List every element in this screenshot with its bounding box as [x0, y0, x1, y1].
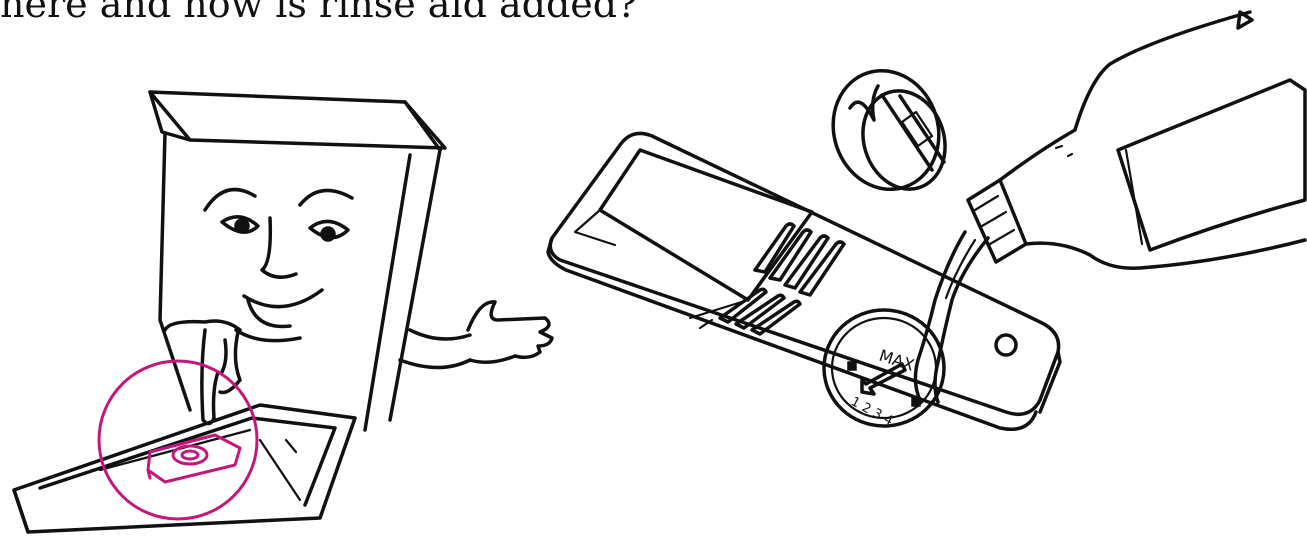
door-dispenser-highlight [146, 433, 242, 484]
left-eye-icon [234, 218, 250, 234]
dishwasher-character-icon [12, 90, 554, 534]
page-title: here and how is rinse aid added? [0, 0, 638, 26]
vent-hole-icon [994, 333, 1018, 357]
right-eye-icon [320, 226, 336, 242]
rinse-aid-dispenser-icon: MAX 1 2 3 4 [546, 131, 1062, 431]
rinse-aid-bottle-icon [966, 10, 1307, 270]
dispenser-vent-slots [718, 222, 846, 336]
highlight-circle-icon [97, 359, 259, 521]
dispenser-cap-icon [831, 68, 947, 192]
